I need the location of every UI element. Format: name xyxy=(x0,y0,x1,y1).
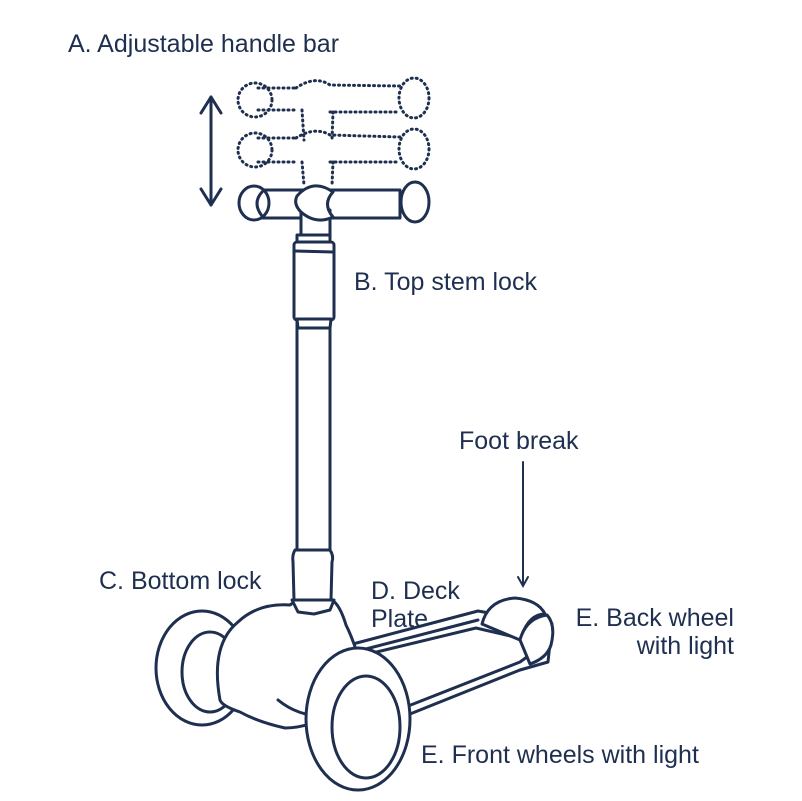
label-back-wheel-line2: with light xyxy=(636,632,734,660)
label-back-wheel: E. Back wheel with light xyxy=(576,604,734,660)
front-wheel xyxy=(304,646,412,792)
height-adjust-arrow xyxy=(199,95,223,207)
label-top-stem-lock: B. Top stem lock xyxy=(354,268,537,296)
handlebar-ghost-upper xyxy=(236,76,431,142)
stem xyxy=(291,233,336,602)
label-front-wheels: E. Front wheels with light xyxy=(421,741,699,769)
label-back-wheel-line1: E. Back wheel xyxy=(575,604,734,632)
label-deck-plate-line2: Plate xyxy=(371,605,428,633)
label-adjustable-handle-bar: A. Adjustable handle bar xyxy=(68,30,340,58)
handlebar-ghost-lower xyxy=(236,127,431,187)
label-deck-plate-line1: D. Deck xyxy=(371,577,460,605)
label-bottom-lock: C. Bottom lock xyxy=(99,567,262,595)
foot-brake-arrow xyxy=(517,461,529,589)
handlebar xyxy=(237,180,431,247)
label-deck-plate: D. Deck Plate xyxy=(371,577,460,633)
label-foot-break: Foot break xyxy=(459,427,579,455)
foot-brake xyxy=(480,596,555,666)
